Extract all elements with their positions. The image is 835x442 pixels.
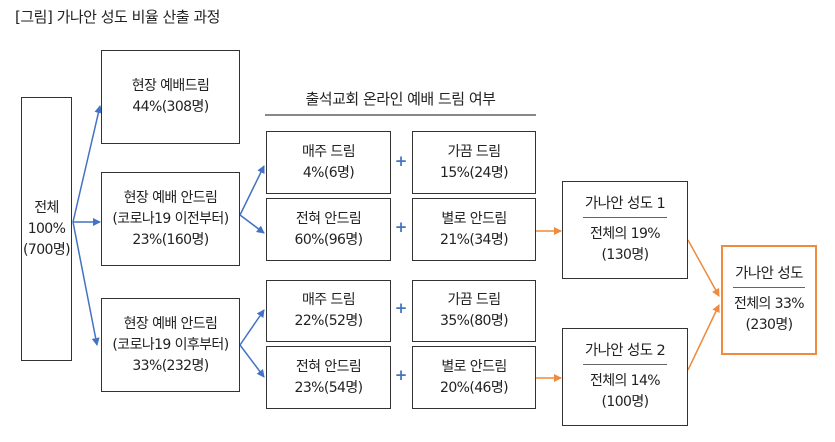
absent-before-value: 23%(160명) (132, 231, 209, 248)
arrow-after-to-weekly (239, 309, 265, 346)
canaan-total-box: 가나안 성도 전체의 33% (230명) (721, 245, 817, 355)
group1-never-box: 전혀 안드림 60%(96명) (266, 198, 391, 261)
canaan1-count: (130명) (601, 247, 650, 263)
group1-never-value: 60%(96명) (294, 231, 364, 248)
group2-weekly-box: 매주 드림 22%(52명) (266, 280, 391, 342)
canaan2-share: 전체의 14% (589, 373, 661, 389)
canaan1-title: 가나안 성도 1 (582, 194, 668, 218)
plus-icon: + (394, 366, 408, 384)
canaan-total-title: 가나안 성도 (733, 264, 805, 288)
onsite-attend-label: 현장 예배드림 (131, 78, 210, 94)
arrow-before-to-never (239, 214, 265, 234)
arrow-canaan1-to-final (687, 239, 720, 297)
absent-after-value: 33%(232명) (132, 357, 209, 374)
plus-icon: + (394, 218, 408, 236)
arrow-total-to-onsite (72, 105, 103, 223)
absent-before-covid-box: 현장 예배 안드림 (코로나19 이전부터) 23%(160명) (101, 172, 240, 266)
group1-never-label: 전혀 안드림 (295, 210, 362, 227)
arrow-after-to-never (239, 344, 265, 378)
canaan2-count: (100명) (601, 394, 650, 410)
group1-rarely-box: 별로 안드림 21%(34명) (412, 198, 536, 261)
group1-rarely-value: 21%(34명) (440, 231, 509, 248)
group2-sometimes-label: 가끔 드림 (447, 292, 502, 308)
group2-sometimes-box: 가끔 드림 35%(80명) (412, 280, 536, 342)
group2-rarely-label: 별로 안드림 (441, 358, 507, 375)
group1-weekly-box: 매주 드림 4%(6명) (266, 131, 391, 194)
onsite-attend-value: 44%(308명) (132, 99, 209, 115)
canaan1-share: 전체의 19% (589, 226, 661, 242)
group2-weekly-value: 22%(52명) (294, 313, 364, 329)
group2-weekly-label: 매주 드림 (302, 292, 356, 308)
plus-icon: + (394, 152, 408, 170)
group1-sometimes-value: 15%(24명) (440, 164, 509, 181)
canaan1-box: 가나안 성도 1 전체의 19% (130명) (562, 181, 688, 279)
absent-after-covid-box: 현장 예배 안드림 (코로나19 이후부터) 33%(232명) (101, 298, 240, 392)
canaan2-title: 가나안 성도 2 (582, 341, 668, 365)
online-worship-header: 출석교회 온라인 예배 드림 여부 (305, 90, 496, 108)
group1-weekly-label: 매주 드림 (302, 143, 356, 160)
canaan-total-count: (230명) (745, 317, 794, 333)
group2-never-label: 전혀 안드림 (295, 358, 362, 375)
group2-rarely-box: 별로 안드림 20%(46명) (412, 346, 536, 409)
absent-after-sub: (코로나19 이후부터) (112, 336, 229, 353)
group1-rarely-label: 별로 안드림 (441, 210, 507, 227)
total-box: 전체 100% (700명) (21, 97, 72, 361)
group2-rarely-value: 20%(46명) (440, 379, 509, 396)
figure-title: [그림] 가나안 성도 비율 산출 과정 (15, 8, 220, 26)
group1-sometimes-box: 가끔 드림 15%(24명) (412, 131, 536, 194)
canaan2-box: 가나안 성도 2 전체의 14% (100명) (562, 328, 688, 426)
absent-before-label: 현장 예배 안드림 (123, 189, 218, 206)
absent-after-label: 현장 예배 안드림 (123, 315, 218, 332)
arrow-before-to-weekly (239, 165, 265, 216)
onsite-attend-box: 현장 예배드림 44%(308명) (101, 50, 240, 144)
group2-never-box: 전혀 안드림 23%(54명) (266, 346, 391, 409)
canaan-total-share: 전체의 33% (733, 296, 805, 312)
total-label: 전체 (34, 199, 59, 216)
arrow-canaan2-to-final (687, 304, 720, 371)
arrow-total-to-after (72, 221, 100, 346)
group2-never-value: 23%(54명) (294, 379, 364, 396)
absent-before-sub: (코로나19 이전부터) (112, 210, 229, 227)
plus-icon: + (394, 299, 408, 317)
total-count: (700명) (23, 241, 71, 258)
group1-sometimes-label: 가끔 드림 (447, 143, 502, 160)
header-underline (265, 114, 536, 116)
total-percent: 100% (27, 220, 66, 237)
group1-weekly-value: 4%(6명) (302, 164, 355, 181)
group2-sometimes-value: 35%(80명) (440, 313, 509, 329)
